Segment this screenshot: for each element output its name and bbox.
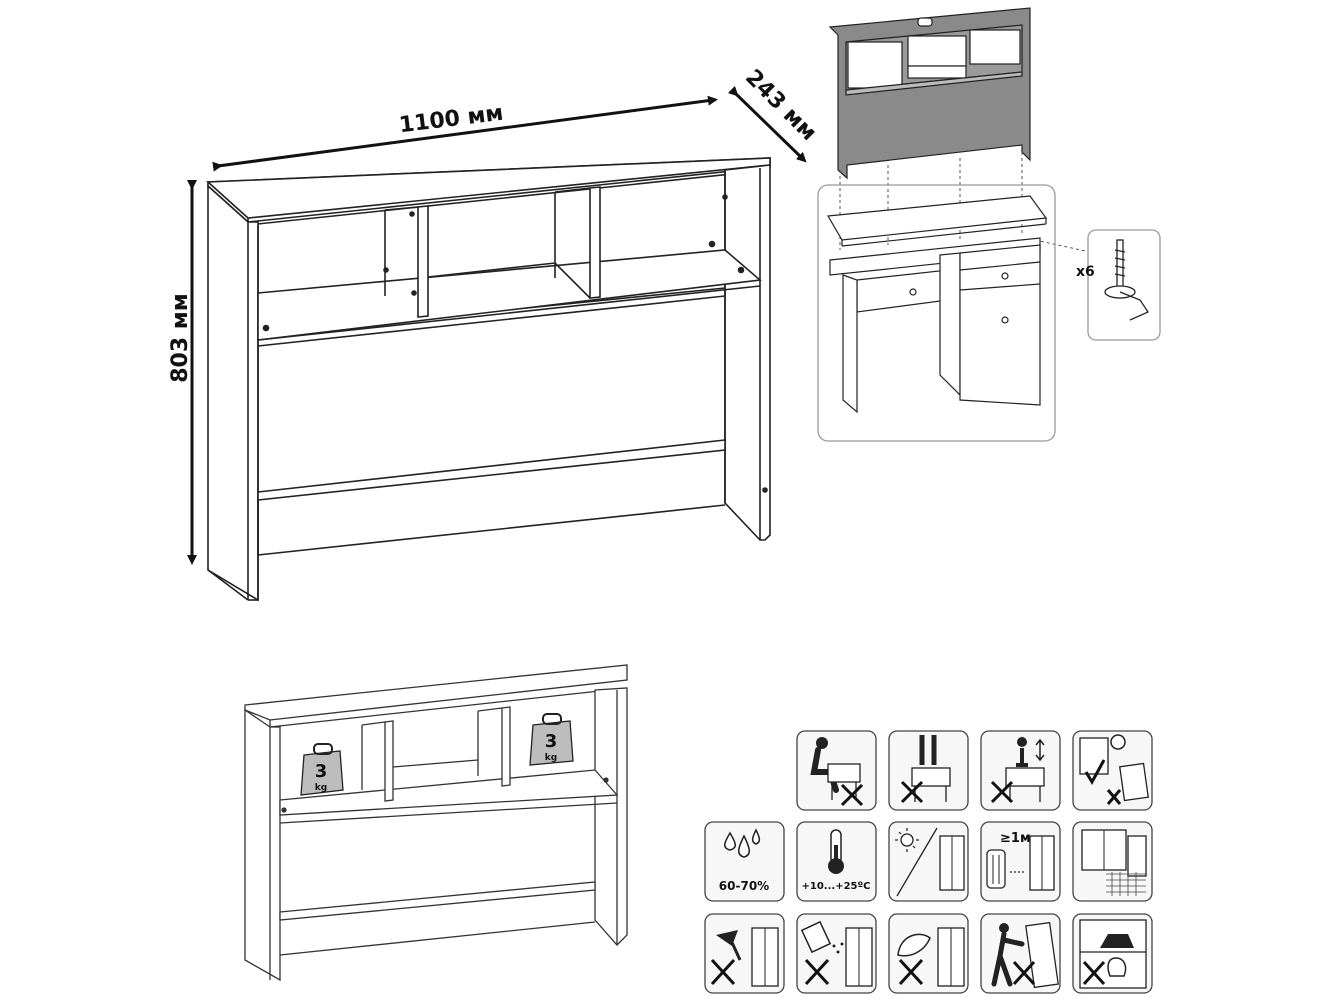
svg-text:3: 3 (545, 731, 558, 752)
weight-left-icon: 3 kg (300, 743, 344, 796)
hutch-panel (828, 7, 1031, 180)
no-climbing-icon (980, 730, 1061, 811)
load-shelf-drawing (244, 664, 628, 982)
svg-text:kg: kg (545, 753, 557, 763)
no-heavy-load-icon (1072, 913, 1153, 994)
svg-text:≥1м: ≥1м (1000, 831, 1031, 846)
no-liquids-icon (796, 913, 877, 994)
weight-right-icon: 3 kg (529, 713, 574, 766)
desk-drawing (827, 195, 1048, 414)
temperature-icon: +10...+25ºC (796, 821, 877, 902)
care-icon-grid: 60-70% +10...+25ºC ≥1м (704, 730, 1153, 994)
height-label: 803 мм (168, 293, 193, 383)
ventilation-icon (1072, 821, 1153, 902)
svg-text:kg: kg (315, 783, 327, 793)
screw-icon (1104, 239, 1149, 321)
no-moving-loaded-icon (980, 913, 1061, 994)
dimension-arrows (187, 85, 807, 565)
heater-distance-icon: ≥1м (980, 821, 1061, 902)
humidity-icon: 60-70% (704, 821, 785, 902)
main-shelf-drawing (206, 157, 771, 602)
no-sitting-icon (796, 730, 877, 811)
assembly-diagram: x6 (817, 7, 1161, 442)
no-standing-icon (888, 730, 969, 811)
no-sharp-objects-icon (704, 913, 785, 994)
fastener-count: x6 (1076, 264, 1095, 280)
svg-text:3: 3 (315, 761, 328, 782)
svg-text:+10...+25ºC: +10...+25ºC (802, 881, 871, 892)
no-direct-sunlight-icon (888, 821, 969, 902)
depth-label: 243 мм (740, 65, 821, 146)
svg-text:60-70%: 60-70% (719, 879, 769, 893)
no-abrasive-cleaning-icon (888, 913, 969, 994)
width-label: 1100 мм (398, 101, 505, 139)
level-install-icon (1072, 730, 1153, 811)
